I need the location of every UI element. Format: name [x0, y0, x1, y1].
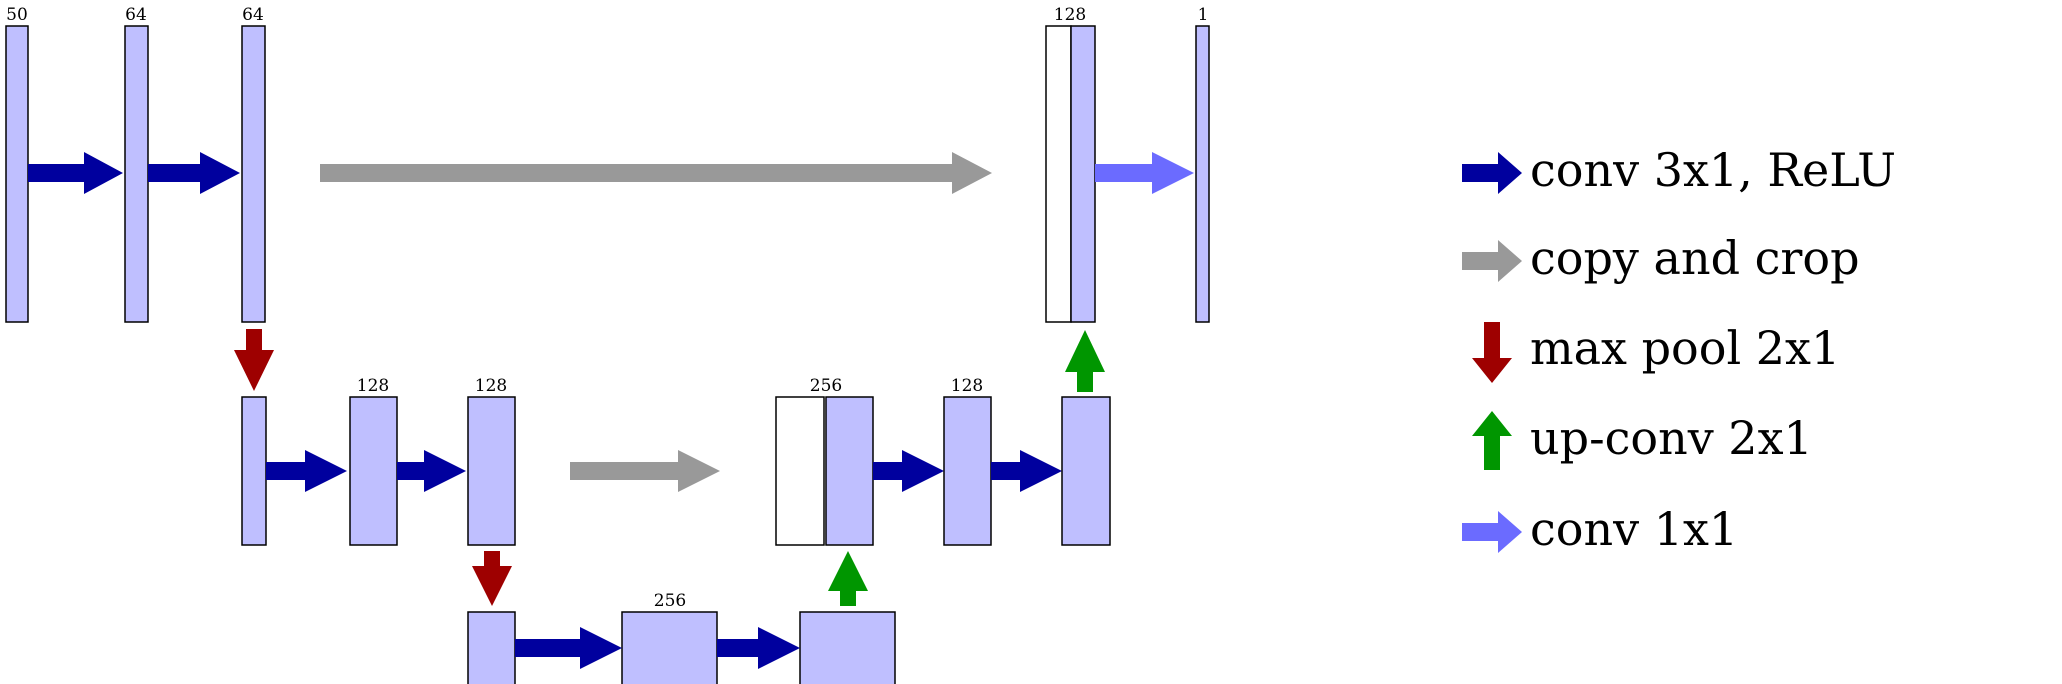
- up-conv-arrow: [828, 551, 868, 606]
- conv-arrow: [717, 627, 800, 669]
- legend-upconv-label: up-conv 2x1: [1530, 411, 1813, 465]
- legend-conv-arrow-icon: [1462, 152, 1522, 194]
- conv-arrow: [873, 450, 944, 492]
- conv-arrow: [266, 450, 347, 492]
- channel-label-l2-concat: 256: [810, 376, 842, 396]
- legend-pool-label: max pool 2x1: [1530, 321, 1840, 375]
- feature-map-input: [5, 25, 29, 323]
- legend-conv1x1-label: conv 1x1: [1530, 502, 1738, 556]
- conv-arrow: [397, 450, 466, 492]
- conv-arrow: [991, 450, 1062, 492]
- feature-map-l2-pooled: [241, 396, 267, 546]
- legend-pool-arrow-icon: [1472, 322, 1512, 383]
- legend-conv-label: conv 3x1, ReLU: [1530, 143, 1896, 197]
- feature-map-l2-conv1: [349, 396, 398, 546]
- channel-label-output: 1: [1198, 5, 1209, 25]
- copy-crop-arrow: [570, 450, 720, 492]
- max-pool-arrow: [472, 551, 512, 606]
- copied-map-l2: [775, 396, 825, 546]
- copied-map-l1: [1045, 25, 1072, 323]
- legend: conv 3x1, ReLU copy and crop max pool 2x…: [1462, 143, 1896, 556]
- channel-label-l2-up-conv: 128: [951, 376, 983, 396]
- feature-map-l2-upconv2: [943, 396, 992, 546]
- legend-copy-arrow-icon: [1462, 240, 1522, 282]
- channel-label-l1-conv1: 64: [125, 5, 147, 25]
- conv-arrow: [515, 627, 622, 669]
- channel-label-input: 50: [6, 5, 28, 25]
- feature-map-l1-conv1: [124, 25, 149, 323]
- feature-map-l3-pooled: [467, 611, 516, 684]
- feature-map-l2-conv2: [467, 396, 516, 546]
- conv-arrow: [148, 152, 240, 194]
- legend-conv1x1-arrow-icon: [1462, 511, 1522, 553]
- legend-upconv-arrow-icon: [1472, 411, 1512, 470]
- copy-crop-arrow: [320, 152, 992, 194]
- conv1x1-arrow: [1095, 152, 1194, 194]
- feature-map-l2-upconv3: [1061, 396, 1111, 546]
- feature-map-l3-conv1: [621, 611, 718, 684]
- feature-map-l3-conv2: [799, 611, 896, 684]
- up-conv-arrow: [1065, 330, 1105, 392]
- channel-label-l1-conv2: 64: [242, 5, 264, 25]
- legend-copy-label: copy and crop: [1530, 231, 1860, 285]
- channel-label-l1-concat: 128: [1054, 5, 1086, 25]
- feature-map-l1-conv2: [241, 25, 266, 323]
- max-pool-arrow: [234, 329, 274, 391]
- feature-map-l1-upconv: [1070, 25, 1096, 323]
- feature-map-l2-upconv: [825, 396, 874, 546]
- channel-label-l2-conv1: 128: [357, 376, 389, 396]
- channel-label-l2-conv2: 128: [475, 376, 507, 396]
- channel-label-l3-conv1: 256: [654, 591, 686, 611]
- conv-arrow: [28, 152, 123, 194]
- feature-map-output: [1195, 25, 1210, 323]
